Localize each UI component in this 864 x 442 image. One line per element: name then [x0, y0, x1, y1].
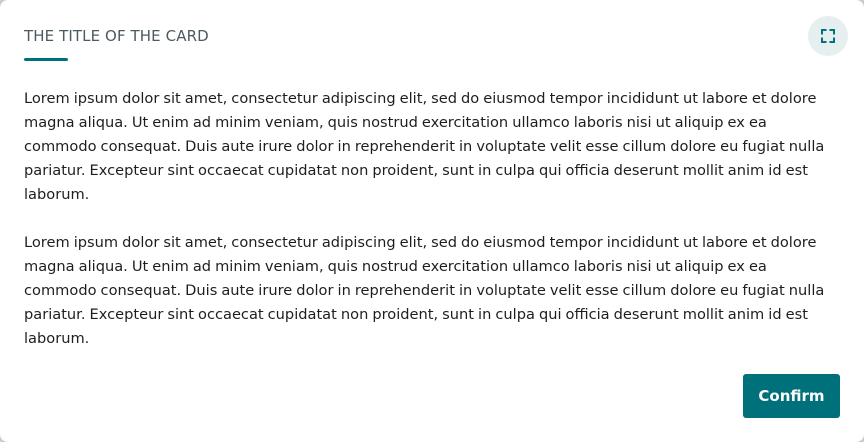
card-title: THE TITLE OF THE CARD [24, 27, 209, 45]
card-paragraph-1: Lorem ipsum dolor sit amet, consectetur … [24, 90, 825, 203]
confirm-button[interactable]: Confirm [743, 374, 840, 418]
expand-button[interactable] [808, 16, 848, 56]
card-paragraph-2: Lorem ipsum dolor sit amet, consectetur … [24, 234, 825, 347]
title-underline [24, 58, 68, 61]
card-body: Lorem ipsum dolor sit amet, consectetur … [24, 87, 840, 375]
expand-icon [820, 28, 836, 44]
